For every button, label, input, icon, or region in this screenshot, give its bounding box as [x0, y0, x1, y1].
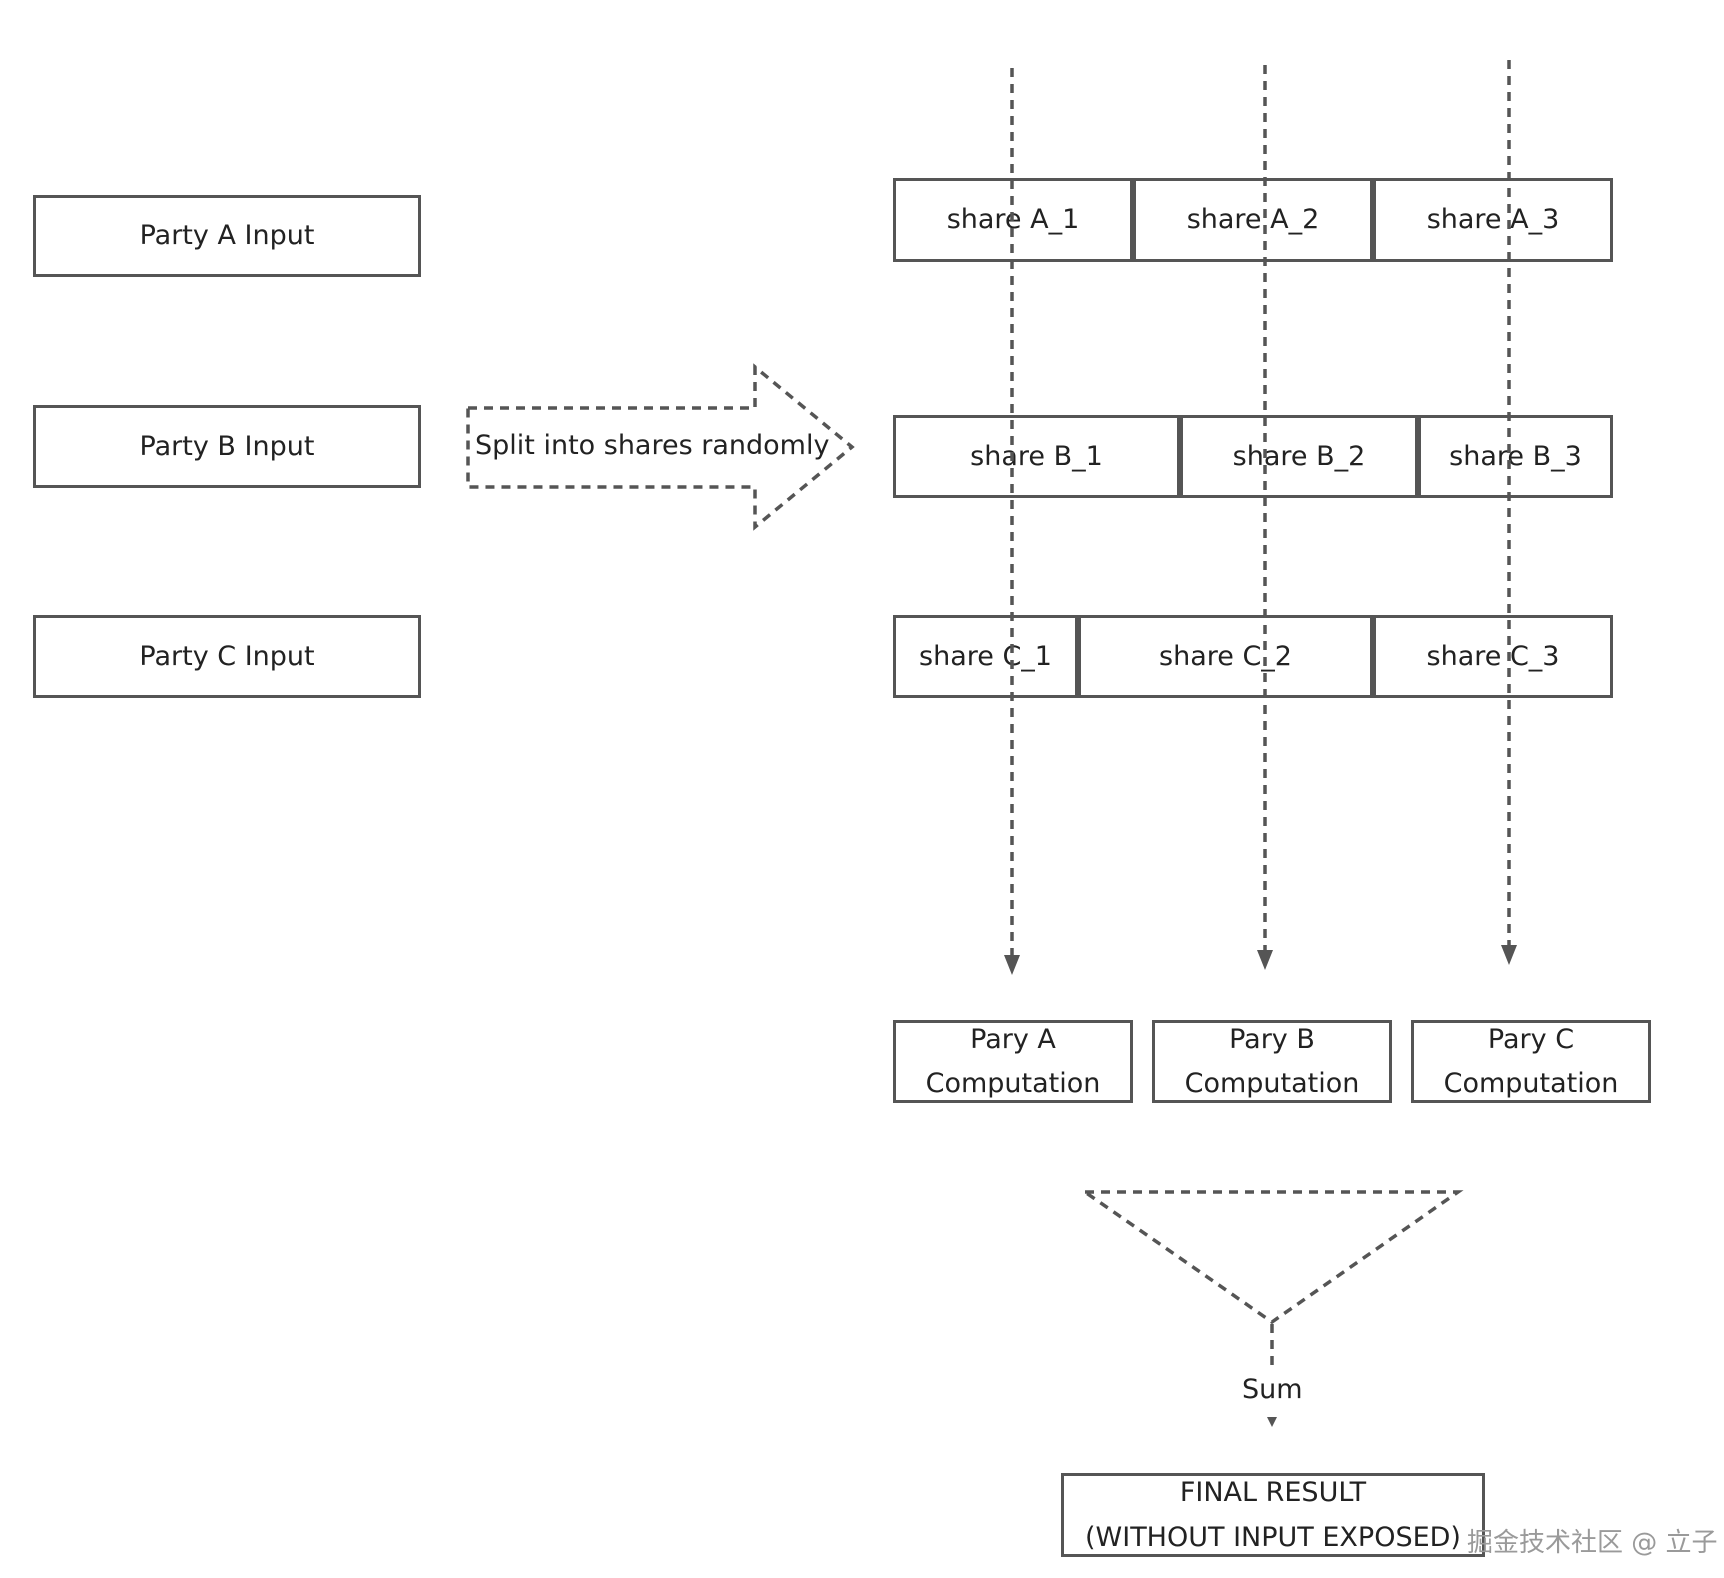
sum-arrowhead [1267, 1417, 1277, 1427]
share-c3-label: share C_3 [1426, 640, 1560, 672]
party-a-arrowhead [1004, 955, 1020, 975]
sum-funnel-shape [1079, 1190, 1464, 1325]
party-c-input-box: Party C Input [33, 615, 421, 698]
share-a3-label: share A_3 [1426, 204, 1560, 236]
share-b2-box: share B_2 [1180, 415, 1418, 498]
share-a2-label: share A_2 [1186, 204, 1320, 236]
share-c3-box: share C_3 [1373, 615, 1613, 698]
party-b-input-label: Party B Input [139, 430, 315, 462]
party-c-arrowhead [1501, 945, 1517, 965]
share-a3-box: share A_3 [1373, 178, 1613, 262]
share-c1-box: share C_1 [893, 615, 1078, 698]
split-label: Split into shares randomly [475, 430, 830, 461]
party-c-computation-line2: Computation [1443, 1067, 1619, 1099]
final-result-box: FINAL RESULT (WITHOUT INPUT EXPOSED) [1061, 1473, 1485, 1557]
share-c1-label: share C_1 [919, 640, 1052, 672]
share-b2-label: share B_2 [1232, 440, 1366, 472]
party-a-computation-box: Pary A Computation [893, 1020, 1133, 1103]
party-b-computation-box: Pary B Computation [1152, 1020, 1392, 1103]
final-result-line2: (WITHOUT INPUT EXPOSED) [1085, 1521, 1461, 1553]
share-c2-box: share C_2 [1078, 615, 1373, 698]
party-a-input-box: Party A Input [33, 195, 421, 277]
share-a1-label: share A_1 [946, 204, 1080, 236]
share-a1-box: share A_1 [893, 178, 1133, 262]
share-b3-box: share B_3 [1418, 415, 1613, 498]
party-c-computation-line1: Pary C [1487, 1024, 1575, 1055]
share-b3-label: share B_3 [1449, 440, 1582, 472]
watermark: 掘金技术社区 @ 立子 [1467, 1528, 1718, 1558]
party-b-input-box: Party B Input [33, 405, 421, 488]
party-c-computation-box: Pary C Computation [1411, 1020, 1651, 1103]
share-a2-box: share A_2 [1133, 178, 1373, 262]
share-b1-label: share B_1 [970, 440, 1103, 472]
party-b-computation-line1: Pary B [1229, 1024, 1315, 1055]
party-b-computation-line2: Computation [1184, 1067, 1360, 1099]
sum-label: Sum [1242, 1374, 1303, 1405]
party-a-computation-line2: Computation [925, 1067, 1101, 1099]
party-c-input-label: Party C Input [139, 640, 315, 672]
share-b1-box: share B_1 [893, 415, 1180, 498]
final-result-line1: FINAL RESULT [1179, 1477, 1367, 1508]
party-a-computation-line1: Pary A [970, 1024, 1056, 1055]
party-b-arrowhead [1257, 950, 1273, 970]
share-c2-label: share C_2 [1159, 640, 1292, 672]
party-a-input-label: Party A Input [139, 220, 315, 252]
